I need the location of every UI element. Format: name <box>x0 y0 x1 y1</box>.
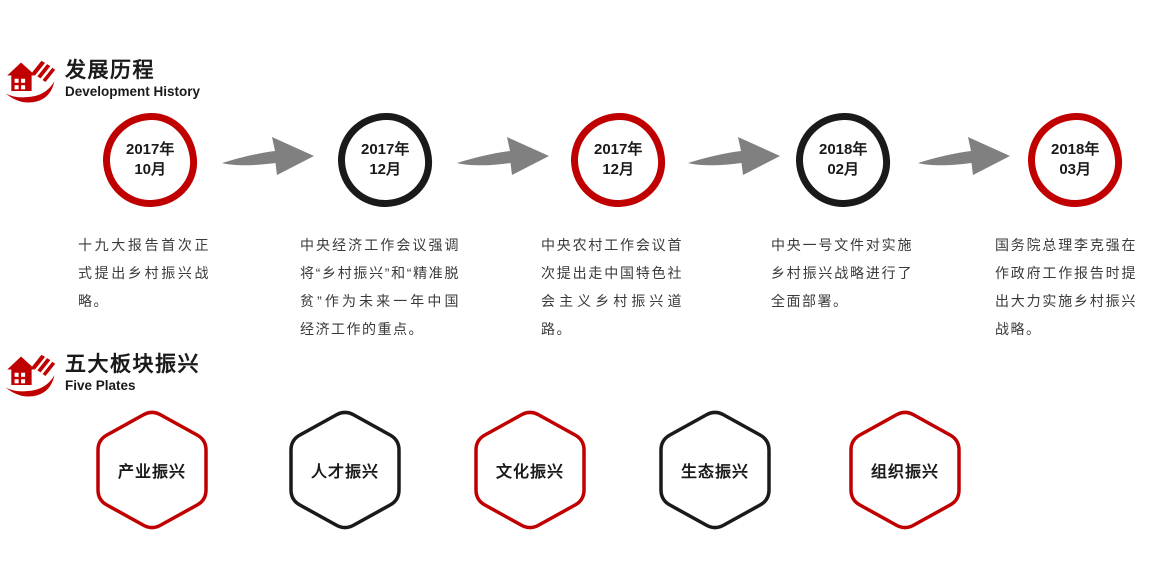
milestone-month: 12月 <box>602 161 634 178</box>
plate-label: 产业振兴 <box>117 464 186 481</box>
plates-titles: 五大板块振兴 Five Plates <box>65 349 200 394</box>
plate-label: 组织振兴 <box>870 464 939 481</box>
arrow-right-icon <box>222 137 314 175</box>
milestone-description-4: 中央一号文件对实施乡村振兴战略进行了全面部署。 <box>771 237 913 309</box>
history-header: 发展历程 Development History <box>4 55 200 109</box>
plate-hexagon-4: 生态振兴 <box>657 409 773 531</box>
plate-hexagon-2: 人才振兴 <box>287 409 403 531</box>
plate-label: 生态振兴 <box>680 464 749 481</box>
milestone-circle-4: 2018年 02月 <box>794 111 892 209</box>
plates-title: 五大板块振兴 <box>65 353 200 376</box>
milestone-circle-2: 2017年 12月 <box>336 111 434 209</box>
milestone-year: 2017年 <box>360 141 410 158</box>
milestone-month: 02月 <box>827 161 859 178</box>
plate-hexagon-3: 文化振兴 <box>472 409 588 531</box>
milestone-year: 2017年 <box>593 141 643 158</box>
milestone-description-3: 中央农村工作会议首次提出走中国特色社会主义乡村振兴道路。 <box>541 237 683 337</box>
plates-subtitle: Five Plates <box>65 378 136 393</box>
plate-hexagon-5: 组织振兴 <box>847 409 963 531</box>
brand-house-icon <box>5 60 56 103</box>
milestone-description-5: 国务院总理李克强在作政府工作报告时提出大力实施乡村振兴战略。 <box>995 237 1137 337</box>
milestone-year: 2017年 <box>125 141 175 158</box>
milestone-circle-5: 2018年 03月 <box>1026 111 1124 209</box>
milestone-date: 2018年 02月 <box>819 140 867 180</box>
history-title: 发展历程 <box>65 59 155 82</box>
milestone-description-2: 中央经济工作会议强调将“乡村振兴”和“精准脱贫”作为未来一年中国经济工作的重点。 <box>300 237 460 337</box>
milestone-date: 2017年 12月 <box>594 140 642 180</box>
milestone-date: 2018年 03月 <box>1051 140 1099 180</box>
arrow-right-icon <box>918 137 1010 175</box>
milestone-year: 2018年 <box>1050 141 1100 158</box>
milestone-month: 10月 <box>134 161 166 178</box>
arrow-right-icon <box>457 137 549 175</box>
plate-hexagon-1: 产业振兴 <box>94 409 210 531</box>
plate-label: 文化振兴 <box>495 464 564 481</box>
milestone-month: 03月 <box>1059 161 1091 178</box>
milestone-circle-1: 2017年 10月 <box>101 111 199 209</box>
plate-label: 人才振兴 <box>310 464 379 481</box>
history-titles: 发展历程 Development History <box>65 55 200 100</box>
milestone-description-1: 十九大报告首次正式提出乡村振兴战略。 <box>78 237 210 309</box>
milestone-date: 2017年 12月 <box>361 140 409 180</box>
milestone-date: 2017年 10月 <box>126 140 174 180</box>
history-subtitle: Development History <box>65 84 201 99</box>
plates-header: 五大板块振兴 Five Plates <box>4 349 200 403</box>
milestone-month: 12月 <box>369 161 401 178</box>
milestone-year: 2018年 <box>818 141 868 158</box>
milestone-circle-3: 2017年 12月 <box>569 111 667 209</box>
brand-house-icon <box>5 354 56 397</box>
arrow-right-icon <box>688 137 780 175</box>
